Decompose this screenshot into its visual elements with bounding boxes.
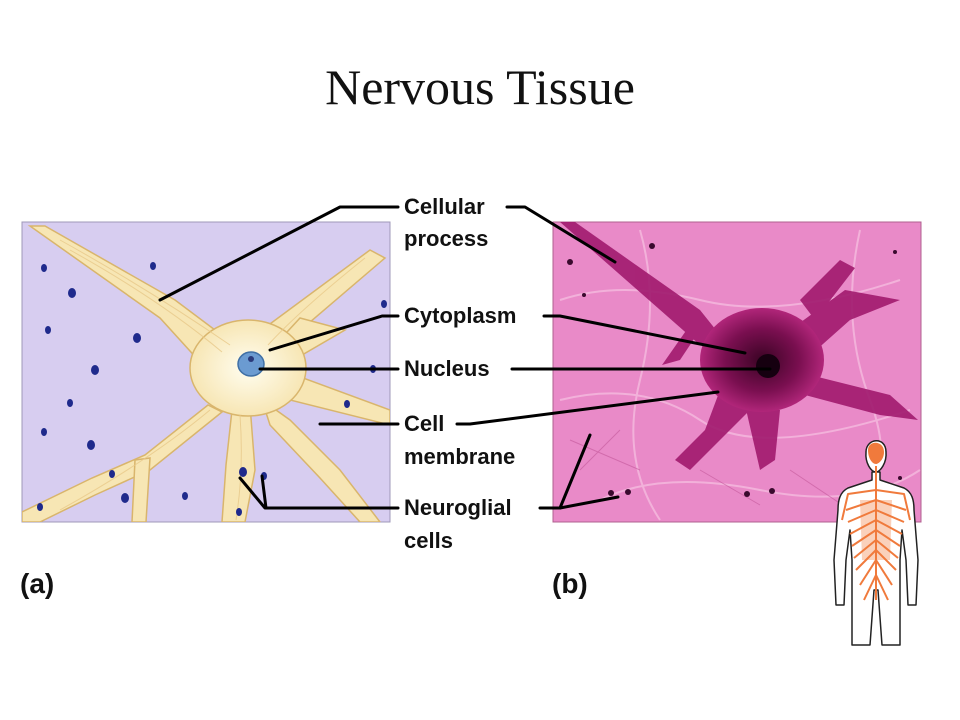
neuron-drawing — [22, 225, 390, 522]
leader-lines — [158, 205, 772, 510]
label-cell-membrane-line1: Cell — [404, 411, 444, 436]
leader-cytoplasm-b — [542, 314, 747, 355]
panel-label-b: (b) — [552, 568, 588, 599]
nucleus-illustration — [237, 351, 265, 377]
leader-cell-membrane-b — [455, 390, 720, 426]
label-cellular-process-line2: process — [404, 226, 488, 251]
label-neuroglial-cells-line2: cells — [404, 528, 453, 553]
panel-a-illustration — [21, 221, 391, 523]
leader-neuroglial-b2 — [558, 495, 620, 510]
label-cellular-process-line1: Cellular — [404, 194, 485, 219]
spinal-nerves — [841, 466, 911, 601]
leader-cytoplasm-a — [268, 314, 400, 352]
label-neuroglial-cells-line1: Neuroglial — [404, 495, 512, 520]
panel-label-a: (a) — [20, 568, 54, 599]
nucleolus — [248, 356, 254, 362]
panel-b-micrograph — [552, 221, 922, 523]
leader-cellular-process-a — [158, 205, 400, 302]
nucleus-micrograph — [756, 354, 780, 378]
stained-neuron — [559, 222, 921, 521]
leader-cellular-process-b — [505, 205, 617, 264]
page-title: Nervous Tissue — [325, 59, 635, 115]
structure-labels: Cellular process Cytoplasm Nucleus Cell … — [404, 194, 516, 553]
leader-neuroglial-a2 — [260, 474, 268, 510]
neuroglial-dots-a — [37, 262, 387, 516]
label-nucleus: Nucleus — [404, 356, 490, 381]
human-figure-icon — [833, 440, 919, 646]
label-cell-membrane-line2: membrane — [404, 444, 515, 469]
label-cytoplasm: Cytoplasm — [404, 303, 516, 328]
